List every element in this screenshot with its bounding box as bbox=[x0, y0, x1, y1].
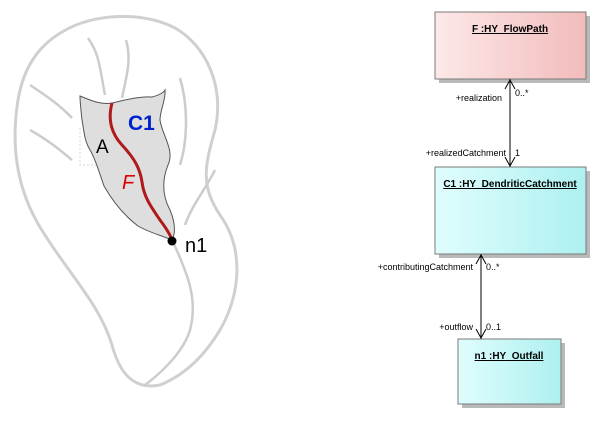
catchment-class-title: C1 :HY_DendriticCatchment bbox=[443, 179, 577, 190]
outflow-association[interactable]: +contributingCatchment 0..* +outflow 0..… bbox=[378, 253, 501, 340]
mult-realization: 0..* bbox=[515, 88, 529, 98]
flowpath-class-body bbox=[434, 11, 587, 80]
catchment-class-body bbox=[434, 166, 587, 255]
flowpath-class-title: F :HY_FlowPath bbox=[472, 24, 548, 35]
flowpath-label: F bbox=[122, 172, 136, 194]
tributary bbox=[120, 39, 130, 99]
area-label: A bbox=[96, 137, 109, 158]
flowpath-class-box[interactable]: F :HY_FlowPath bbox=[434, 11, 590, 83]
area-guide-box bbox=[79, 128, 140, 206]
role-realized-catchment: +realizedCatchment bbox=[426, 148, 507, 158]
tributary bbox=[183, 169, 217, 226]
outlet-node bbox=[167, 236, 177, 246]
mult-realized-catchment: 1 bbox=[515, 148, 520, 158]
tributary bbox=[178, 77, 188, 166]
catchment-label: C1 bbox=[128, 112, 155, 135]
arrowhead-down-icon bbox=[475, 328, 487, 340]
basin-outline bbox=[13, 15, 239, 388]
tributaries bbox=[29, 37, 217, 386]
outfall-class-body bbox=[457, 338, 562, 405]
arrowhead-up-icon bbox=[504, 78, 516, 90]
realization-association[interactable]: +realization 0..* +realizedCatchment 1 bbox=[426, 78, 529, 168]
tributary bbox=[29, 128, 73, 161]
outlet-label: n1 bbox=[185, 235, 207, 257]
arrowhead-up-icon bbox=[475, 253, 487, 265]
outfall-class-title: n1 :HY_Outfall bbox=[475, 351, 544, 362]
tributary bbox=[29, 83, 73, 119]
catchment-class-box[interactable]: C1 :HY_DendriticCatchment bbox=[434, 166, 590, 258]
role-contributing-catchment: +contributingCatchment bbox=[378, 262, 474, 272]
flowpath-line bbox=[108, 102, 174, 241]
arrowhead-down-icon bbox=[504, 156, 516, 168]
mult-contributing-catchment: 0..* bbox=[486, 262, 500, 272]
catchment-polygon bbox=[79, 88, 175, 241]
role-outflow: +outflow bbox=[439, 322, 473, 332]
uml-diagram: F :HY_FlowPath C1 :HY_DendriticCatchment… bbox=[378, 11, 590, 408]
mult-outflow: 0..1 bbox=[486, 322, 501, 332]
tributary bbox=[86, 37, 107, 96]
catchment-map: C1 A F n1 bbox=[13, 15, 239, 388]
tributary bbox=[144, 243, 195, 386]
outfall-class-box[interactable]: n1 :HY_Outfall bbox=[457, 338, 565, 408]
role-realization: +realization bbox=[456, 93, 502, 103]
